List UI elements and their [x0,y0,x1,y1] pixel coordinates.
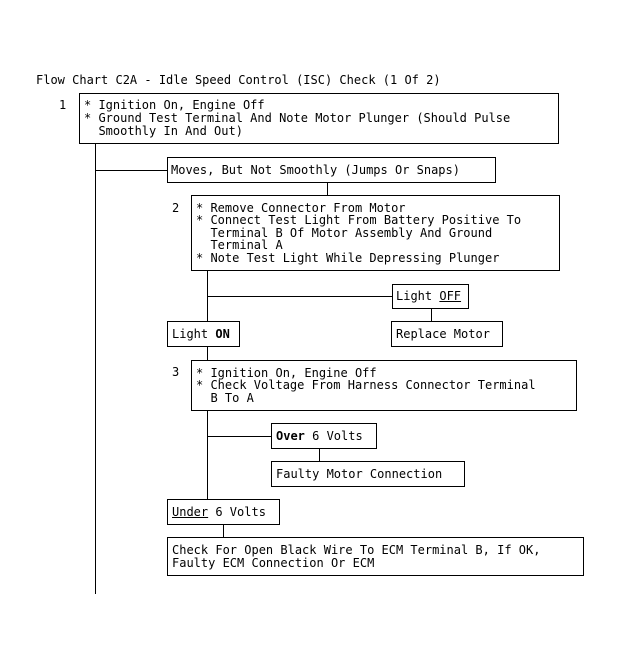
over-6-volts-box: Over 6 Volts [271,423,377,449]
step-2-line-5: * Note Test Light While Depressing Plung… [196,251,500,265]
over-suffix: 6 Volts [304,429,363,443]
step-1-box: * Ignition On, Engine Off * Ground Test … [79,93,559,144]
step-2-line-3: Terminal B Of Motor Assembly And Ground [196,226,493,240]
light-off-to-replace-line [431,309,432,321]
trunk-to-moves-line [95,170,167,171]
step-2-line-4: Terminal A [196,238,283,252]
light-on-box: Light ON [167,321,240,347]
under-suffix: 6 Volts [208,505,266,519]
moves-not-smoothly-label: Moves, But Not Smoothly (Jumps Or Snaps) [171,163,460,177]
over-6-volts-label: Over 6 Volts [276,430,363,443]
step-1-line-1: * Ignition On, Engine Off [84,98,265,112]
moves-not-smoothly-box: Moves, But Not Smoothly (Jumps Or Snaps) [167,157,496,183]
replace-motor-label: Replace Motor [396,327,490,341]
main-trunk-line [95,144,96,594]
light-off-box: Light OFF [392,284,469,309]
light-on-prefix: Light [172,327,216,341]
under-6-volts-box: Under 6 Volts [167,499,280,525]
step-1-number: 1 [59,98,67,112]
step-1-line-3: Smoothly In And Out) [84,124,243,138]
faulty-motor-connection-label: Faulty Motor Connection [276,467,443,481]
step-3-line-2: * Check Voltage From Harness Connector T… [196,378,536,392]
under-to-check-line [223,525,224,537]
chart-title: Flow Chart C2A - Idle Speed Control (ISC… [36,73,441,87]
over-emphasis: Over [276,429,305,443]
light-off-emphasis: OFF [439,289,462,303]
step2-to-light-off-line [207,296,392,297]
light-on-emphasis: ON [215,327,230,341]
step-2-line-1: * Remove Connector From Motor [196,201,406,215]
faulty-motor-connection-box: Faulty Motor Connection [271,461,465,487]
step-3-line-3: B To A [196,391,254,405]
check-open-wire-line-1: Check For Open Black Wire To ECM Termina… [172,543,541,557]
under-emphasis: Under [172,505,209,519]
check-open-wire-line-2: Faulty ECM Connection Or ECM [172,556,375,570]
replace-motor-box: Replace Motor [391,321,503,347]
step3-to-over-line [207,436,271,437]
step-3-box: * Ignition On, Engine Off * Check Voltag… [191,360,577,411]
step-2-box: * Remove Connector From Motor * Connect … [191,195,560,271]
step-3-line-1: * Ignition On, Engine Off [196,366,377,380]
light-off-label: Light OFF [396,290,461,303]
moves-to-step2-line [327,183,328,195]
light-off-prefix: Light [396,289,440,303]
step-3-number: 3 [172,365,180,379]
step-1-line-2: * Ground Test Terminal And Note Motor Pl… [84,111,511,125]
light-on-label: Light ON [172,328,230,341]
check-open-wire-box: Check For Open Black Wire To ECM Termina… [167,537,584,576]
over-to-faulty-line [319,449,320,461]
step-2-line-2: * Connect Test Light From Battery Positi… [196,213,522,227]
step-2-number: 2 [172,201,180,215]
under-6-volts-label: Under 6 Volts [172,506,266,519]
